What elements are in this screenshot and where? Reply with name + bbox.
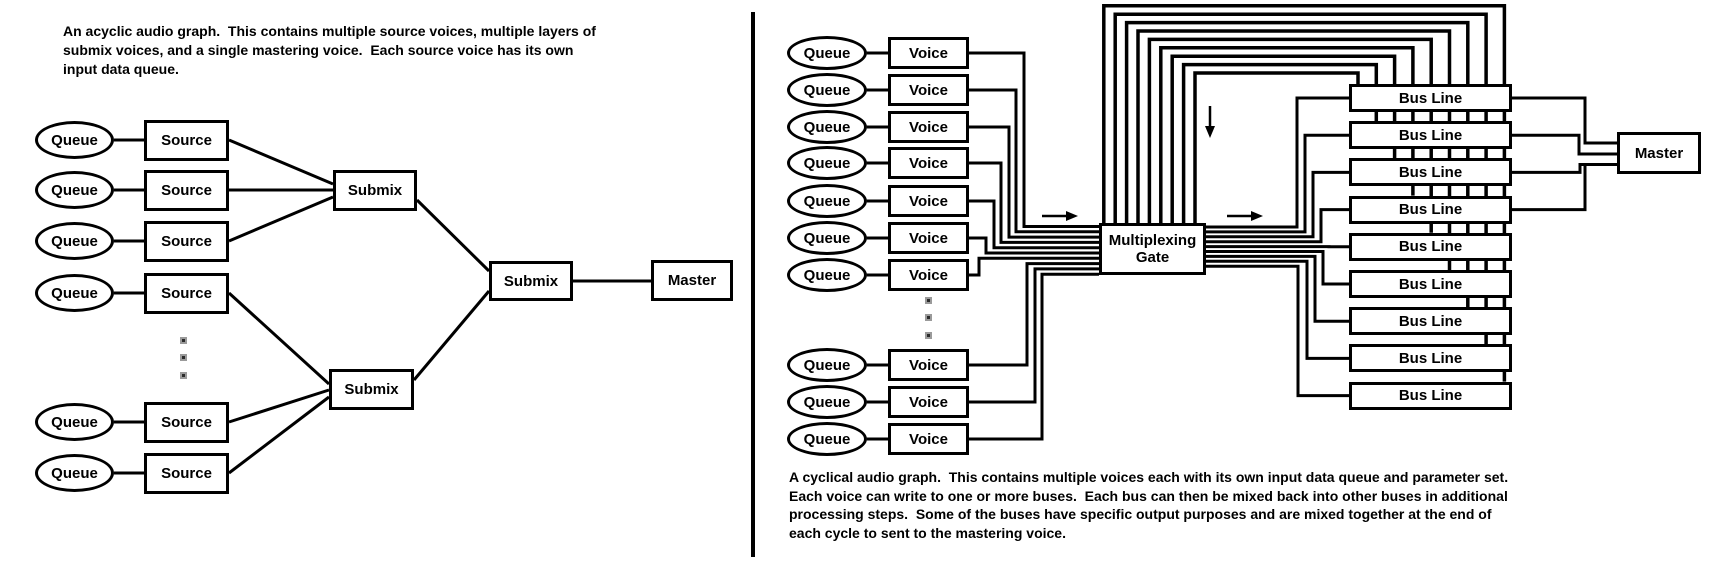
ellipsis-dot	[180, 337, 187, 344]
submix-node-2: Submix	[329, 369, 414, 410]
voice-node: Voice	[888, 147, 969, 179]
voice-node: Voice	[888, 74, 969, 106]
right-caption-line: Each voice can write to one or more buse…	[789, 487, 1508, 504]
queue-node: Queue	[787, 221, 867, 255]
flow-arrow-right-icon	[1042, 211, 1078, 221]
queue-node: Queue	[787, 110, 867, 144]
left-mix-wires	[227, 138, 651, 475]
left-queue-source-wires	[114, 138, 144, 475]
left-master-node: Master	[651, 260, 733, 301]
queue-node: Queue	[787, 184, 867, 218]
submix-node-1: Submix	[333, 170, 417, 211]
source-node: Source	[144, 453, 229, 494]
flow-arrow-down-icon	[1205, 106, 1215, 138]
bus-line-node-7: Bus Line	[1349, 307, 1512, 336]
ellipsis-dot	[925, 297, 932, 304]
queue-node: Queue	[35, 454, 114, 492]
queue-node: Queue	[787, 385, 867, 419]
voice-node: Voice	[888, 349, 969, 381]
bus-line-node-1: Bus Line	[1349, 84, 1512, 112]
queue-node: Queue	[787, 36, 867, 70]
right-master-node: Master	[1617, 132, 1701, 174]
voice-node: Voice	[888, 222, 969, 254]
voice-node: Voice	[888, 111, 969, 143]
ellipsis-dot	[925, 314, 932, 321]
bus-line-node-2: Bus Line	[1349, 121, 1512, 150]
queue-node: Queue	[35, 171, 114, 209]
left-caption-line: submix voices, and a single mastering vo…	[63, 42, 574, 58]
bus-to-master-wires	[1512, 96, 1617, 212]
bus-line-node-9: Bus Line	[1349, 381, 1512, 410]
bus-line-node-5: Bus Line	[1349, 232, 1512, 261]
ellipsis-dot	[180, 354, 187, 361]
voice-node: Voice	[888, 185, 969, 217]
gate-label-line: Multiplexing	[1108, 232, 1197, 249]
source-node: Source	[144, 273, 229, 314]
bus-line-node-6: Bus Line	[1349, 270, 1512, 298]
voice-node: Voice	[888, 386, 969, 418]
flow-arrows	[1042, 106, 1263, 221]
right-caption: A cyclical audio graph. This contains mu…	[789, 468, 1508, 542]
right-caption-line: processing steps. Some of the buses have…	[789, 506, 1492, 522]
flow-arrow-right-icon	[1227, 211, 1263, 221]
source-node: Source	[144, 221, 229, 262]
left-caption: An acyclic audio graph. This contains mu…	[63, 22, 596, 79]
left-caption-line: input data queue.	[63, 61, 179, 77]
submix-node-final: Submix	[489, 261, 573, 301]
right-caption-line: each cycle to sent to the mastering voic…	[789, 524, 1066, 541]
queue-node: Queue	[787, 73, 867, 107]
ellipsis-dot	[925, 332, 932, 339]
multiplexing-gate-node: Multiplexing Gate	[1099, 223, 1206, 275]
right-caption-line: A cyclical audio graph. This contains mu…	[789, 469, 1509, 485]
queue-node: Queue	[35, 222, 114, 260]
source-node: Source	[144, 170, 229, 211]
voice-to-gate-wires	[969, 51, 1099, 441]
bus-line-node-4: Bus Line	[1349, 195, 1512, 224]
source-node: Source	[144, 120, 229, 161]
queue-node: Queue	[35, 274, 114, 312]
right-queue-voice-wires	[867, 51, 888, 441]
queue-node: Queue	[787, 348, 867, 382]
queue-node: Queue	[787, 422, 867, 456]
queue-node: Queue	[35, 403, 114, 441]
gate-to-bus-wires	[1206, 96, 1349, 398]
source-node: Source	[144, 402, 229, 443]
queue-node: Queue	[787, 258, 867, 292]
queue-node: Queue	[35, 121, 114, 159]
gate-label-line: Gate	[1135, 249, 1170, 266]
left-caption-line: An acyclic audio graph. This contains mu…	[63, 23, 596, 39]
voice-node: Voice	[888, 423, 969, 455]
ellipsis-dot	[180, 372, 187, 379]
bus-line-node-8: Bus Line	[1349, 344, 1512, 373]
voice-node: Voice	[888, 259, 969, 291]
bus-line-node-3: Bus Line	[1349, 158, 1512, 187]
queue-node: Queue	[787, 146, 867, 180]
voice-node: Voice	[888, 37, 969, 69]
